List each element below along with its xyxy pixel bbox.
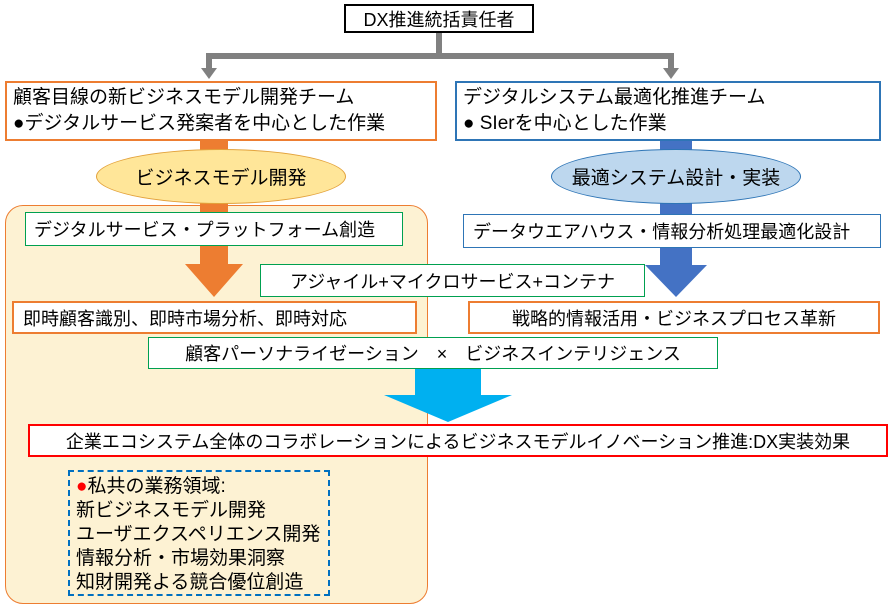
org-connector-left-arrow-icon — [201, 68, 217, 79]
node-left-team: 顧客目線の新ビジネスモデル開発チーム ●デジタルサービス発案者を中心とした作業 — [5, 81, 437, 141]
red-bullet-icon: ● — [76, 476, 88, 497]
node-right-team-title: デジタルシステム最適化推進チーム — [463, 87, 766, 108]
node-datawarehouse-design: データウエアハウス・情報分析処理最適化設計 — [463, 214, 881, 248]
org-connector-right-arrow-icon — [663, 68, 679, 79]
org-connector-horizontal — [206, 53, 674, 59]
business-scope-list: ●私共の業務領域: 新ビジネスモデル開発 ユーザエクスペリエンス開発 情報分析・… — [68, 470, 330, 596]
node-instant-response-label: 即時顧客識別、即時市場分析、即時対応 — [23, 308, 347, 329]
node-dx-leader-label: DX推進統括責任者 — [363, 9, 515, 30]
node-personalization-x-bi: 顧客パーソナライゼーション × ビジネスインテリジェンス — [148, 337, 718, 369]
business-scope-item: 情報分析・市場効果洞察 — [76, 548, 286, 569]
business-scope-item: ユーザエクスペリエンス開発 — [76, 524, 321, 545]
org-connector-stub — [436, 33, 442, 56]
node-business-model-phase: ビジネスモデル開発 — [96, 149, 346, 204]
node-instant-response: 即時顧客識別、即時市場分析、即時対応 — [12, 301, 417, 334]
left-flow-arrow-head-icon — [185, 264, 243, 297]
merge-flow-arrow-shaft — [415, 369, 481, 395]
node-personalization-x-bi-label: 顧客パーソナライゼーション × ビジネスインテリジェンス — [185, 344, 681, 364]
business-scope-item: 新ビジネスモデル開発 — [76, 500, 267, 521]
node-dx-outcome-label: 企業エコシステム全体のコラボレーションによるビジネスモデルイノベーション推進:D… — [65, 431, 851, 452]
node-agile-microservice-container: アジャイル+マイクロサービス+コンテナ — [260, 264, 645, 297]
node-strategic-info-use: 戦略的情報活用・ビジネスプロセス革新 — [468, 301, 880, 334]
business-scope-title-row: ●私共の業務領域: — [76, 475, 322, 499]
node-right-team-subtitle: ● SIerを中心とした作業 — [463, 113, 667, 134]
node-right-team: デジタルシステム最適化推進チーム ● SIerを中心とした作業 — [455, 81, 881, 141]
node-strategic-info-use-label: 戦略的情報活用・ビジネスプロセス革新 — [512, 308, 836, 329]
node-agile-microservice-container-label: アジャイル+マイクロサービス+コンテナ — [289, 271, 616, 292]
business-scope-item: 知財開発よる競合優位創造 — [76, 572, 304, 593]
right-flow-arrow-head-icon — [645, 265, 707, 297]
business-scope-title: 私共の業務領域: — [87, 476, 226, 497]
node-datawarehouse-design-label: データウエアハウス・情報分析処理最適化設計 — [473, 222, 851, 242]
org-connector-left-drop — [206, 56, 212, 69]
merge-flow-arrow-head-icon — [384, 395, 512, 422]
node-dx-leader: DX推進統括責任者 — [344, 4, 534, 33]
node-dx-outcome: 企業エコシステム全体のコラボレーションによるビジネスモデルイノベーション推進:D… — [28, 424, 888, 457]
node-left-team-title: 顧客目線の新ビジネスモデル開発チーム — [13, 87, 355, 108]
node-business-model-phase-label: ビジネスモデル開発 — [135, 168, 307, 189]
node-system-design-phase-label: 最適システム設計・実装 — [571, 168, 781, 189]
node-left-team-subtitle: ●デジタルサービス発案者を中心とした作業 — [13, 113, 386, 134]
org-connector-right-drop — [668, 56, 674, 69]
node-platform-creation-label: デジタルサービス・プラットフォーム創造 — [34, 220, 376, 240]
node-system-design-phase: 最適システム設計・実装 — [551, 149, 801, 204]
node-platform-creation: デジタルサービス・プラットフォーム創造 — [25, 212, 403, 246]
